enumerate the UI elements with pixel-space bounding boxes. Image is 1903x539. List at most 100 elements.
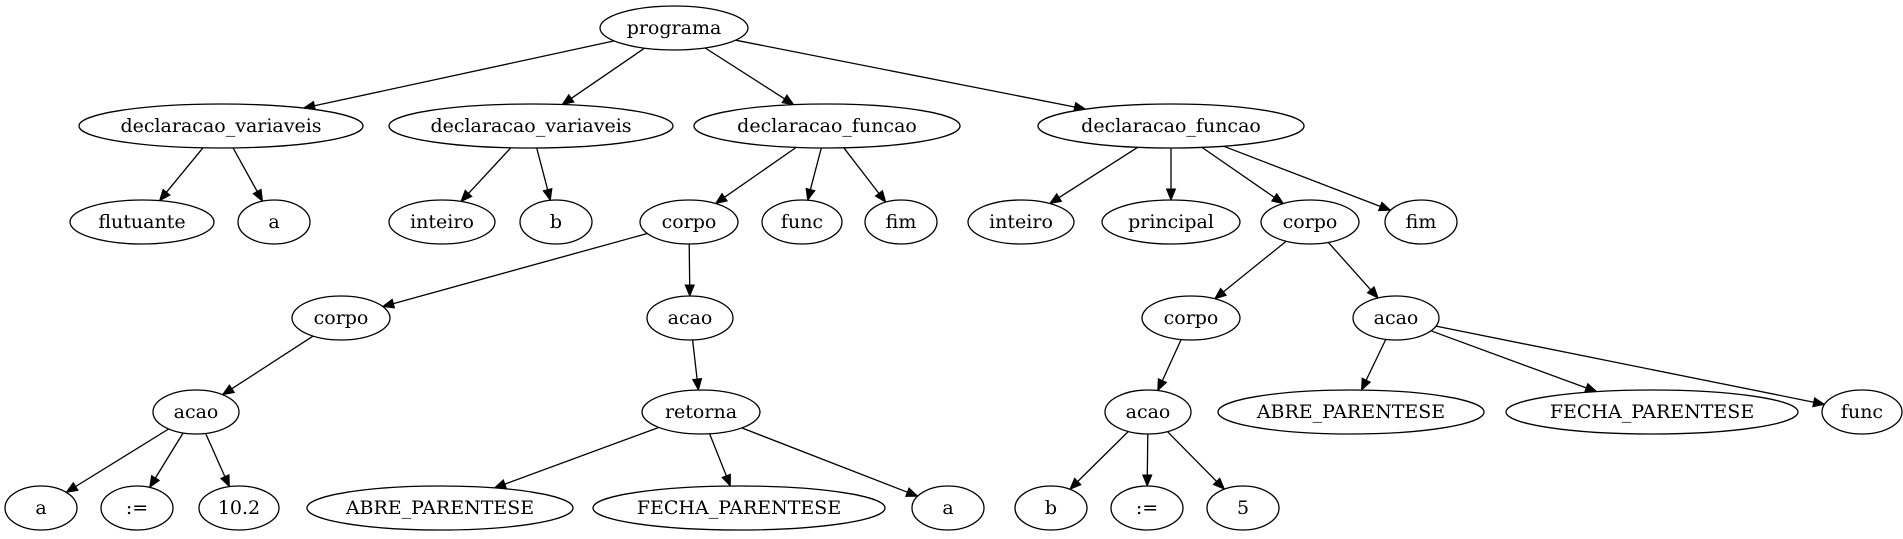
node-ellipse bbox=[1260, 199, 1360, 245]
edge-retorna-to-fecha-parentese bbox=[708, 433, 731, 488]
node-ellipse bbox=[1217, 389, 1485, 435]
arrowhead bbox=[252, 188, 264, 203]
node-ellipse bbox=[388, 199, 496, 245]
arrowhead bbox=[1157, 377, 1168, 392]
tree-node-fim: fim bbox=[864, 199, 938, 245]
edge-line bbox=[314, 40, 615, 107]
arrowhead bbox=[1583, 382, 1598, 393]
arrowhead bbox=[1360, 377, 1372, 392]
edge-line bbox=[571, 47, 645, 99]
arrowhead bbox=[149, 474, 161, 489]
edge-programa-to-declaracao-funcao bbox=[704, 47, 795, 106]
edge-declaracao-funcao-to-principal bbox=[1165, 148, 1177, 202]
arrowhead bbox=[1212, 477, 1226, 491]
node-label: acao bbox=[174, 401, 219, 423]
edge-corpo-to-acao bbox=[1327, 241, 1379, 299]
edge-acao-to-a bbox=[65, 428, 169, 493]
edge-declaracao-funcao-to-inteiro bbox=[1048, 146, 1139, 205]
node-label: func bbox=[781, 211, 823, 233]
node-label: := bbox=[126, 497, 148, 519]
arrowhead bbox=[714, 192, 729, 205]
node-ellipse bbox=[1141, 295, 1241, 341]
edge-declaracao-funcao-to-func bbox=[805, 147, 822, 202]
arrowhead bbox=[684, 284, 695, 298]
tree-node-fecha-parentese: FECHA_PARENTESE bbox=[1505, 389, 1799, 435]
node-label: a bbox=[35, 497, 46, 519]
edge-acao-to-retorna bbox=[691, 339, 703, 392]
edge-retorna-to-abre-parentese bbox=[493, 426, 660, 489]
node-ellipse bbox=[911, 485, 985, 531]
edge-corpo-to-corpo bbox=[381, 232, 648, 309]
tree-node-acao: acao bbox=[646, 295, 734, 341]
edge-line bbox=[468, 147, 512, 194]
arrowhead bbox=[1048, 192, 1063, 205]
edge-line bbox=[165, 147, 204, 193]
edge-declaracao-variaveis-to-b bbox=[536, 147, 553, 202]
node-ellipse bbox=[693, 103, 961, 149]
edge-line bbox=[809, 147, 822, 190]
edge-line bbox=[741, 427, 908, 493]
node-label: flutuante bbox=[98, 211, 185, 233]
tree-node-fecha-parentese: FECHA_PARENTESE bbox=[592, 485, 886, 531]
node-ellipse bbox=[1014, 485, 1088, 531]
edge-line bbox=[735, 39, 1075, 108]
edge-declaracao-variaveis-to-inteiro bbox=[460, 147, 512, 203]
arrowhead bbox=[721, 473, 731, 488]
node-label: declaracao_funcao bbox=[737, 115, 917, 137]
edge-line bbox=[205, 433, 226, 477]
edge-acao-to-10-2 bbox=[205, 433, 230, 488]
node-label: corpo bbox=[1164, 307, 1219, 329]
tree-node-10-2: 10.2 bbox=[198, 485, 280, 531]
edge-line bbox=[1201, 146, 1275, 198]
edge-line bbox=[231, 335, 314, 390]
edge-line bbox=[393, 232, 648, 305]
edge-acao-to-assign bbox=[149, 432, 184, 489]
node-ellipse bbox=[237, 199, 311, 245]
tree-node-5: 5 bbox=[1206, 485, 1280, 531]
node-label: acao bbox=[668, 307, 713, 329]
node-ellipse bbox=[967, 199, 1075, 245]
edge-line bbox=[843, 147, 880, 194]
edge-declaracao-funcao-to-corpo bbox=[714, 146, 797, 205]
node-ellipse bbox=[646, 295, 734, 341]
node-ellipse bbox=[1352, 295, 1440, 341]
edge-declaracao-variaveis-to-a bbox=[232, 147, 264, 203]
edge-line bbox=[1430, 330, 1587, 389]
arrowhead bbox=[65, 481, 79, 493]
node-label: a bbox=[268, 211, 279, 233]
tree-node-principal: principal bbox=[1101, 199, 1241, 245]
node-label: b bbox=[550, 211, 562, 233]
arrowhead bbox=[1366, 285, 1379, 299]
node-ellipse bbox=[69, 199, 215, 245]
node-ellipse bbox=[519, 199, 593, 245]
tree-node-abre-parentese: ABRE_PARENTESE bbox=[306, 485, 574, 531]
node-ellipse bbox=[761, 199, 843, 245]
node-ellipse bbox=[100, 485, 174, 531]
node-ellipse bbox=[1037, 103, 1305, 149]
tree-node-flutuante: flutuante bbox=[69, 199, 215, 245]
edge-line bbox=[708, 433, 727, 477]
tree-node-abre-parentese: ABRE_PARENTESE bbox=[1217, 389, 1485, 435]
edge-line bbox=[1058, 146, 1139, 199]
node-label: retorna bbox=[665, 401, 737, 423]
tree-node-corpo: corpo bbox=[639, 199, 739, 245]
arrowhead bbox=[1142, 474, 1153, 488]
node-label: := bbox=[1136, 497, 1158, 519]
arrowhead bbox=[1165, 188, 1177, 202]
node-label: corpo bbox=[1283, 211, 1338, 233]
node-label: corpo bbox=[314, 307, 369, 329]
node-ellipse bbox=[1101, 199, 1241, 245]
node-label: FECHA_PARENTESE bbox=[637, 497, 841, 519]
edge-line bbox=[536, 147, 549, 190]
node-label: fim bbox=[886, 211, 917, 233]
node-label: acao bbox=[1126, 401, 1171, 423]
edge-corpo-to-corpo bbox=[1213, 240, 1287, 300]
tree-node-acao: acao bbox=[1104, 389, 1192, 435]
arrowhead bbox=[1068, 477, 1082, 491]
node-ellipse bbox=[864, 199, 938, 245]
arrowhead bbox=[221, 384, 236, 396]
tree-node-declaracao-variaveis: declaracao_variaveis bbox=[78, 103, 364, 149]
edge-acao-to-5 bbox=[1166, 431, 1226, 491]
tree-node-fim: fim bbox=[1384, 199, 1458, 245]
